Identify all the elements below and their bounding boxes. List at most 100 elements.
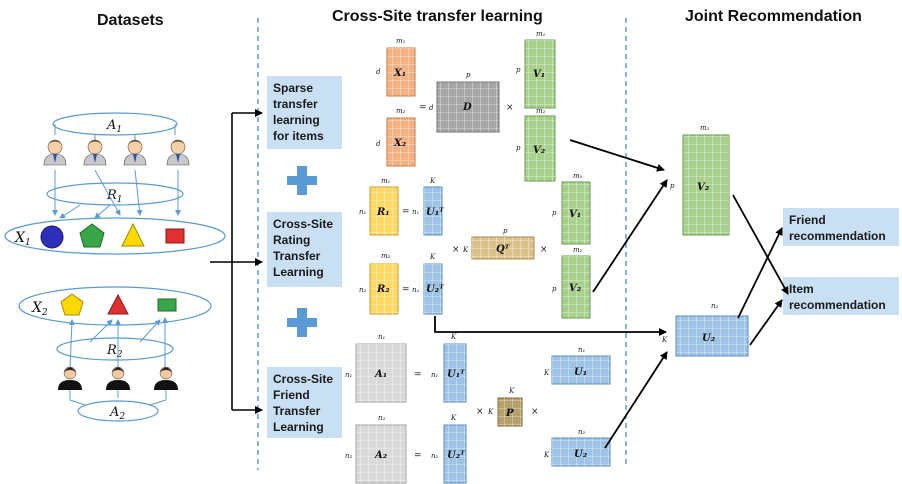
svg-text:m₂: m₂ xyxy=(573,246,583,254)
header-joint-recommendation: Joint Recommendation xyxy=(685,8,862,25)
a2-ellipse xyxy=(77,400,159,422)
svg-text:X2: X2 xyxy=(31,300,48,318)
svg-text:U₂: U₂ xyxy=(574,449,588,460)
svg-text:R₁: R₁ xyxy=(376,207,390,218)
svg-text:m₁: m₁ xyxy=(381,177,391,185)
svg-text:=: = xyxy=(402,285,410,295)
site1-user-3 xyxy=(123,139,147,166)
svg-text:K: K xyxy=(543,451,550,459)
arrow-u2-to-friend xyxy=(737,227,783,319)
svg-text:n₂: n₂ xyxy=(711,302,719,310)
svg-text:A₂: A₂ xyxy=(374,450,388,461)
arrow-v2-rating-to-joint xyxy=(592,179,668,293)
matrix-U2T-rating: U₂ᵀ xyxy=(423,263,445,315)
matrix-V1-rating: V₁ xyxy=(561,181,591,245)
r2-ellipse xyxy=(56,337,174,361)
svg-text:p: p xyxy=(516,144,521,152)
sparse-transfer-box: Sparse transfer learning for items xyxy=(267,76,342,149)
site2-user-2 xyxy=(105,366,131,391)
site2-user-3 xyxy=(153,366,179,391)
arrow-v2-to-item xyxy=(732,194,789,295)
svg-text:X1: X1 xyxy=(14,230,31,248)
svg-text:K: K xyxy=(508,387,515,395)
svg-text:U₂: U₂ xyxy=(702,333,716,344)
svg-text:×: × xyxy=(506,103,514,113)
svg-text:n₂: n₂ xyxy=(359,286,367,294)
site2-group: X2 R2 A2 xyxy=(18,286,212,422)
matrix-U1: U₁ xyxy=(551,355,611,385)
svg-text:D: D xyxy=(462,102,472,113)
svg-text:=: = xyxy=(414,451,422,461)
svg-text:U₁: U₁ xyxy=(574,367,587,378)
svg-text:m₁: m₁ xyxy=(536,30,546,38)
site2-user-1 xyxy=(57,366,83,391)
header-transfer-learning: Cross-Site transfer learning xyxy=(332,8,543,25)
svg-text:n₁: n₁ xyxy=(359,208,367,216)
svg-text:n₁: n₁ xyxy=(378,333,386,341)
svg-text:p: p xyxy=(552,285,557,293)
svg-text:p: p xyxy=(516,66,521,74)
matrix-R1: R₁ xyxy=(369,186,399,236)
item-circle xyxy=(40,225,64,249)
matrix-A1: A₁ xyxy=(355,343,407,403)
svg-text:m₁: m₁ xyxy=(396,37,406,45)
matrix-U1T-friend: U₁ᵀ xyxy=(443,343,467,403)
svg-text:=: = xyxy=(414,370,422,380)
svg-text:n₁: n₁ xyxy=(578,346,586,354)
svg-text:m₂: m₂ xyxy=(536,107,546,115)
svg-text:×: × xyxy=(476,407,484,417)
svg-text:K: K xyxy=(450,414,457,422)
svg-text:p: p xyxy=(503,227,508,235)
svg-text:K: K xyxy=(429,177,436,185)
header-datasets: Datasets xyxy=(97,12,164,29)
svg-text:n₂: n₂ xyxy=(345,452,353,460)
svg-text:n₂: n₂ xyxy=(578,428,586,436)
svg-text:K: K xyxy=(462,246,469,254)
svg-text:p: p xyxy=(670,182,675,190)
svg-text:m₁: m₁ xyxy=(573,172,583,180)
site1-user-4 xyxy=(166,139,190,166)
matrix-X2: X₂ xyxy=(386,117,416,167)
svg-text:V₂: V₂ xyxy=(697,182,710,193)
svg-text:U₁ᵀ: U₁ᵀ xyxy=(426,207,445,218)
arrow-u2-rating-to-joint xyxy=(434,316,667,336)
item2-triangle xyxy=(107,293,129,315)
arrow-u2-to-item xyxy=(749,299,783,346)
svg-text:V₂: V₂ xyxy=(533,145,546,156)
a1-ellipse xyxy=(52,112,178,136)
svg-text:×: × xyxy=(531,407,539,417)
arrow-u2-friend-to-joint xyxy=(604,351,668,449)
matrix-U2T-friend: U₂ᵀ xyxy=(443,424,467,484)
friend-transfer-box: Cross-Site Friend Transfer Learning xyxy=(267,367,342,438)
svg-text:X₂: X₂ xyxy=(393,138,407,149)
plus-sign-2 xyxy=(287,308,317,337)
svg-text:R2: R2 xyxy=(106,343,123,360)
svg-text:×: × xyxy=(540,245,548,255)
svg-text:U₂ᵀ: U₂ᵀ xyxy=(426,284,445,295)
svg-text:p: p xyxy=(466,71,471,79)
svg-text:R₂: R₂ xyxy=(376,284,390,295)
svg-text:V₂: V₂ xyxy=(569,283,582,294)
svg-text:m₂: m₂ xyxy=(700,124,710,132)
matrix-P: P xyxy=(497,397,523,427)
svg-text:K: K xyxy=(543,369,550,377)
svg-text:K: K xyxy=(487,408,494,416)
item-recommendation-box: Item recommendation xyxy=(783,277,899,315)
site1-user-2 xyxy=(83,139,107,166)
svg-text:=: = xyxy=(402,207,410,217)
matrix-QT: Qᵀ xyxy=(471,236,535,260)
svg-text:K: K xyxy=(661,336,668,344)
svg-text:m₂: m₂ xyxy=(396,107,406,115)
matrix-D: D xyxy=(436,81,500,133)
svg-text:U₁ᵀ: U₁ᵀ xyxy=(447,369,466,380)
svg-text:K: K xyxy=(429,253,436,261)
svg-text:d: d xyxy=(376,68,381,76)
matrix-V2-rating: V₂ xyxy=(561,255,591,319)
rating-transfer-box: Cross-Site Rating Transfer Learning xyxy=(267,212,342,287)
matrix-A2: A₂ xyxy=(355,424,407,484)
svg-text:n₂: n₂ xyxy=(431,452,439,460)
item2-rectangle xyxy=(157,298,177,312)
item-pentagon xyxy=(79,223,105,248)
